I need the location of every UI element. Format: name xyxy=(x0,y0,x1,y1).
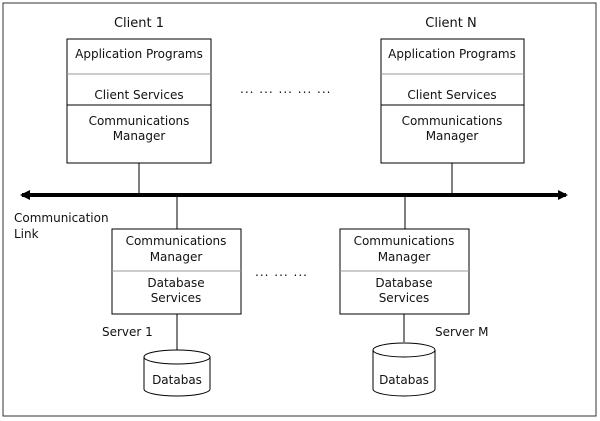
client-n-box xyxy=(380,38,525,164)
client-n-communications-manager-line1: Communications xyxy=(402,114,503,128)
server-m-title: Server M xyxy=(435,325,489,339)
client-n-client-services: Client Services xyxy=(407,88,496,102)
client-1-communications-manager-line2: Manager xyxy=(113,129,166,143)
server-m: Communications Manager Database Services… xyxy=(339,197,489,397)
server-1: Communications Manager Database Services… xyxy=(102,197,242,397)
server-m-database-services-line2: Services xyxy=(379,291,430,305)
server-1-database-label: Databas xyxy=(152,373,202,387)
server-1-title: Server 1 xyxy=(102,325,153,339)
server-1-communications-manager-line2: Manager xyxy=(150,250,203,264)
server-m-communications-manager-line2: Manager xyxy=(378,250,431,264)
server-m-communications-manager-line1: Communications xyxy=(354,234,455,248)
client-1-client-services: Client Services xyxy=(94,88,183,102)
client-1-box xyxy=(66,38,212,164)
communication-link-label-line2: Link xyxy=(14,227,39,241)
server-1-database-services-line1: Database xyxy=(147,276,204,290)
client-1-title: Client 1 xyxy=(114,16,164,31)
server-m-database-icon xyxy=(372,342,436,397)
client-n-communications-manager-line2: Manager xyxy=(426,129,479,143)
servers-ellipsis: ... ... ... xyxy=(255,265,308,279)
client-1-communications-manager-line1: Communications xyxy=(89,114,190,128)
communication-link-label-line1: Communication xyxy=(14,211,109,225)
client-1: Client 1 Application Programs Client Ser… xyxy=(66,16,212,194)
client-n: Client N Application Programs Client Ser… xyxy=(380,16,525,194)
client-1-application-programs: Application Programs xyxy=(75,47,203,61)
server-m-database-label: Databas xyxy=(379,373,429,387)
server-1-database-icon xyxy=(143,349,211,397)
client-n-application-programs: Application Programs xyxy=(388,47,516,61)
server-1-database-services-line2: Services xyxy=(151,291,202,305)
client-n-title: Client N xyxy=(425,16,477,31)
server-m-database-services-line1: Database xyxy=(375,276,432,290)
clients-ellipsis: ... ... ... ... ... xyxy=(240,82,331,96)
server-1-communications-manager-line1: Communications xyxy=(126,234,227,248)
outer-frame xyxy=(2,2,597,417)
